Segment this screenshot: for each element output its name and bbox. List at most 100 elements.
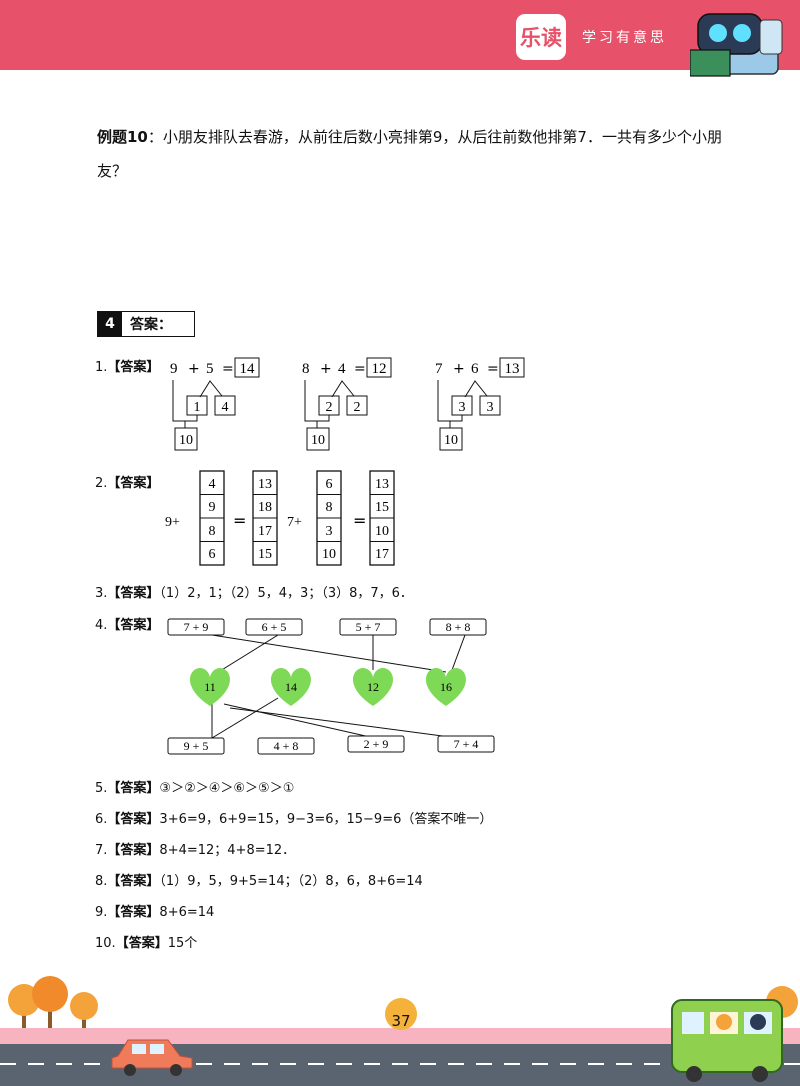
q4-heart-value: 11	[204, 680, 216, 694]
q4-top-box	[339, 618, 397, 636]
answer-number: 8.	[95, 874, 108, 889]
q1-result: 12	[372, 361, 387, 377]
q4-bottom-box	[257, 737, 315, 755]
q2-right-input: 8	[326, 500, 333, 515]
q4-bottom-expr: 2 + 9	[364, 737, 389, 751]
q2-left-input: 6	[209, 547, 216, 562]
footer-road-scene: 37	[0, 976, 800, 1086]
q2-right-output: 17	[375, 547, 389, 562]
answer-2-label: 2.【答案】	[95, 472, 159, 491]
q1-plus: +	[188, 361, 200, 377]
robot-mascot-icon	[690, 13, 783, 77]
q2-left-prefix: 9+	[165, 515, 180, 530]
q1-item-1: 9 + 5 = 14 1 4 10	[170, 357, 260, 451]
q1-plus: +	[453, 361, 465, 377]
answer-text: ③＞②＞④＞⑥＞⑤＞①	[159, 781, 295, 796]
heart-icon	[426, 668, 466, 706]
answer-3: 3.【答案】（1）2，1；（2）5，4，3；（3）8，7，6．	[95, 582, 413, 601]
header-bar	[0, 0, 800, 70]
answer-number: 3.	[95, 586, 108, 601]
q1-addend-a: 8	[302, 361, 310, 377]
answer-tag: 【答案】	[115, 936, 168, 951]
answer-tag: 【答案】	[107, 812, 160, 827]
answer-text: （1）2，1；（2）5，4，3；（3）8，7，6．	[159, 586, 413, 601]
section-number: 4	[98, 312, 122, 336]
q4-top-expr: 7 + 9	[184, 620, 209, 634]
q4-heart-value: 14	[285, 680, 297, 694]
example-label: 例题10	[97, 128, 148, 146]
q2-right-output: 10	[375, 524, 389, 539]
answer-tag: 【答案】	[107, 618, 160, 633]
answer-tag: 【答案】	[107, 874, 160, 889]
answer-text: 8+4=12；4+8=12．	[159, 843, 296, 858]
q4-heart-value: 12	[367, 680, 379, 694]
q1-split-1: 1	[194, 400, 201, 415]
q1-addend-b: 4	[338, 361, 346, 377]
answer-number: 5.	[95, 781, 108, 796]
q4-heart: 16	[426, 668, 466, 706]
q4-top-expr: 5 + 7	[356, 620, 381, 634]
example-10: 例题10：小朋友排队去春游，从前往后数小亮排第9，从后往前数他排第7．一共有多少…	[97, 120, 737, 188]
answer-1-label: 1.【答案】	[95, 356, 159, 375]
answer-text: 8+6=14	[159, 905, 215, 920]
answer-number: 10.	[95, 936, 116, 951]
q2-left-output: 13	[258, 477, 272, 492]
q1-result: 14	[240, 361, 256, 377]
q1-result: 13	[505, 361, 520, 377]
q1-result-box	[499, 357, 525, 378]
q4-bottom-box	[347, 735, 405, 753]
q4-top-box	[245, 618, 303, 636]
heart-icon	[271, 668, 311, 706]
q4-bottom-expr: 9 + 5	[184, 739, 209, 753]
q4-matching-diagram: 7 + 9 6 + 5 5 + 7 8 + 8 11 14 12 16 9 + …	[167, 618, 495, 755]
q2-addition-machines: 9+ 4 9 8 6 = 13 18 17 15 7+ 6 8 3 10 = 1…	[165, 470, 395, 566]
q4-bottom-box	[437, 735, 495, 753]
q1-split-1: 3	[459, 400, 466, 415]
q2-left-output: 18	[258, 500, 272, 515]
answer-5: 5.【答案】③＞②＞④＞⑥＞⑤＞①	[95, 777, 294, 796]
answer-tag: 【答案】	[107, 360, 160, 375]
answer-number: 1.	[95, 360, 108, 375]
example-text: ：小朋友排队去春游，从前往后数小亮排第9，从后往前数他排第7．一共有多少个小朋友…	[97, 128, 722, 180]
q1-decomposition-diagrams: 9 + 5 = 14 1 4 10 8 + 4 = 12 2 2 10 7 + …	[170, 357, 525, 451]
answer-number: 2.	[95, 476, 108, 491]
q1-ten: 10	[444, 433, 458, 448]
answer-text: 15个	[167, 936, 198, 951]
q2-right-output: 13	[375, 477, 389, 492]
answer-text: 3+6=9，6+9=15，9−3=6，15−9=6（答案不唯一）	[159, 812, 493, 827]
answer-tag: 【答案】	[107, 905, 160, 920]
answer-8: 8.【答案】（1）9，5，9+5=14；（2）8，6，8+6=14	[95, 870, 423, 889]
answer-7: 7.【答案】8+4=12；4+8=12．	[95, 839, 295, 858]
q1-split-1: 2	[326, 400, 333, 415]
q2-right-input: 6	[326, 477, 333, 492]
q1-ten: 10	[311, 433, 325, 448]
answer-9: 9.【答案】8+6=14	[95, 901, 214, 920]
q4-top-expr: 8 + 8	[446, 620, 471, 634]
answer-tag: 【答案】	[107, 476, 160, 491]
answer-text: （1）9，5，9+5=14；（2）8，6，8+6=14	[159, 874, 423, 889]
answer-number: 9.	[95, 905, 108, 920]
q1-split-2: 3	[487, 400, 494, 415]
q2-right-equals: =	[353, 511, 366, 530]
q1-ten: 10	[179, 433, 193, 448]
q4-bottom-expr: 7 + 4	[454, 737, 479, 751]
q1-item-2: 8 + 4 = 12 2 2 10	[302, 357, 392, 451]
q1-addend-b: 6	[471, 361, 479, 377]
q1-item-3: 7 + 6 = 13 3 3 10	[435, 357, 525, 451]
answer-4-label: 4.【答案】	[95, 614, 159, 633]
q4-top-box	[429, 618, 487, 636]
q2-right-input: 10	[322, 547, 336, 562]
page-number: 37	[391, 1012, 410, 1030]
q2-left-output: 17	[258, 524, 272, 539]
page-number-badge	[385, 998, 417, 1030]
q1-equals: =	[354, 361, 366, 377]
q2-right-output: 15	[375, 500, 389, 515]
q2-right-input: 3	[326, 524, 333, 539]
bus-icon	[671, 999, 783, 1082]
q4-top-expr: 6 + 5	[262, 620, 287, 634]
q1-split-2: 4	[222, 400, 229, 415]
car-icon	[111, 1039, 193, 1076]
q4-heart: 11	[190, 668, 230, 706]
brand-logo: 乐读	[516, 14, 566, 60]
section-answers-header: 4 答案：	[97, 311, 195, 337]
